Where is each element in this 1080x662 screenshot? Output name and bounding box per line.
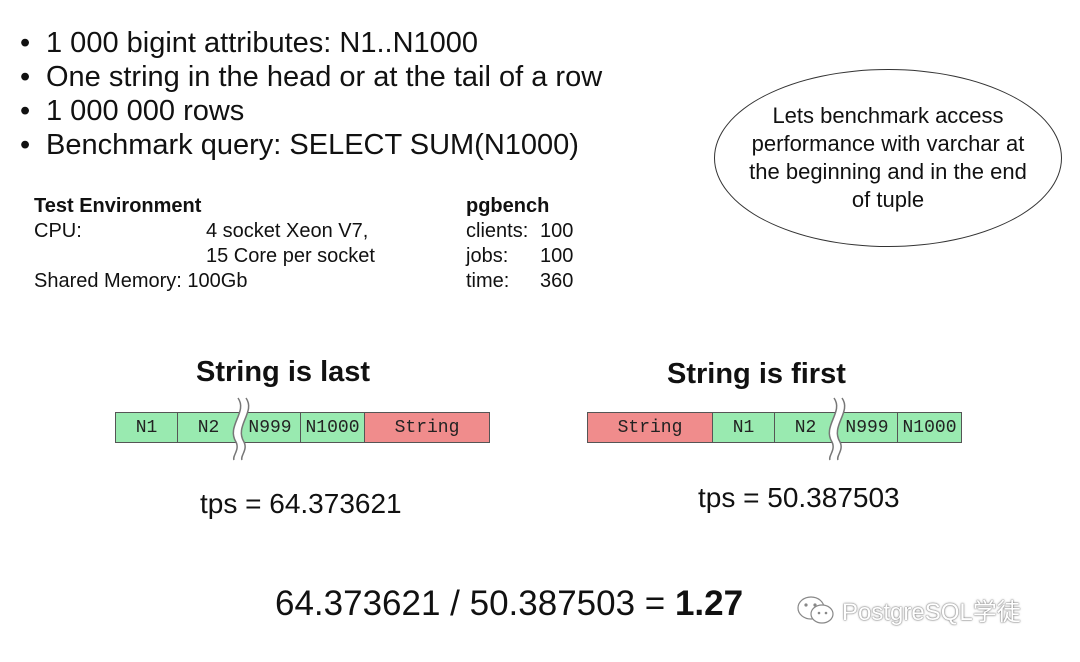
watermark: PostgreSQL学徒 (796, 592, 1021, 627)
bullet-text: 1 000 000 rows (46, 95, 245, 127)
bullet-marker: • (20, 95, 31, 127)
bullet-text: 1 000 bigint attributes: N1..N1000 (46, 27, 479, 59)
memory-value: 100Gb (187, 270, 248, 292)
tuple-cell-n1: N1 (712, 412, 775, 443)
bullet-marker: • (20, 61, 31, 93)
bullet-marker: • (20, 129, 31, 161)
jobs-row: jobs: 100 (466, 244, 573, 269)
bullet-item: • Benchmark query: SELECT SUM(N1000) (20, 128, 602, 162)
cpu-label: CPU: (34, 220, 82, 242)
watermark-text: PostgreSQL学徒 (842, 599, 1021, 626)
tuple-cell-n1000: N1000 (897, 412, 962, 443)
clients-value: 100 (540, 220, 574, 242)
bullet-item: • 1 000 bigint attributes: N1..N1000 (20, 26, 602, 60)
ratio-result: 1.27 (674, 584, 744, 623)
bullet-text: Benchmark query: SELECT SUM(N1000) (46, 129, 579, 161)
jobs-label: jobs: (466, 245, 509, 267)
tuple-cell-string: String (364, 412, 490, 443)
ratio-equation: 64.373621 / 50.387503 = 1.27 (275, 584, 743, 624)
callout-text: Lets benchmark access performance with v… (749, 103, 1027, 212)
callout-bubble: Lets benchmark access performance with v… (714, 69, 1062, 247)
tuple-cell-n1000: N1000 (300, 412, 365, 443)
string-first-title: String is first (667, 358, 846, 390)
tps-string-last: tps = 64.373621 (200, 488, 402, 519)
test-environment: Test Environment CPU: 4 socket Xeon V7, … (34, 194, 375, 294)
cpu-row: CPU: 4 socket Xeon V7, (34, 219, 375, 244)
bullet-marker: • (20, 27, 31, 59)
tuple-string-first: String N1 N2 N999 N1000 (587, 412, 962, 443)
wechat-logo-icon (797, 595, 834, 624)
cpu-value-line2: 15 Core per socket (206, 245, 375, 267)
clients-row: clients: 100 (466, 219, 573, 244)
bullet-item: • 1 000 000 rows (20, 94, 602, 128)
bullet-list: • 1 000 bigint attributes: N1..N1000 • One… (20, 26, 602, 162)
memory-label: Shared Memory: (34, 270, 182, 292)
time-label: time: (466, 270, 510, 292)
pgbench-params: pgbench clients: 100 jobs: 100 time: 360 (466, 194, 573, 294)
tuple-cell-n999: N999 (836, 412, 898, 443)
test-environment-title: Test Environment (34, 195, 202, 217)
ratio-expression: 64.373621 / 50.387503 = (275, 584, 675, 623)
tuple-cell-n1: N1 (115, 412, 178, 443)
clients-label: clients: (466, 220, 529, 242)
time-value: 360 (540, 270, 574, 292)
bullet-text: One string in the head or at the tail of… (46, 61, 603, 93)
cpu-row-cont: 15 Core per socket (34, 244, 375, 269)
break-mark-icon (828, 397, 846, 461)
tps-string-first: tps = 50.387503 (698, 482, 900, 513)
jobs-value: 100 (540, 245, 574, 267)
pgbench-title: pgbench (466, 195, 550, 217)
tuple-cell-n2: N2 (177, 412, 240, 443)
bullet-item: • One string in the head or at the tail o… (20, 60, 602, 94)
break-mark-icon (232, 397, 250, 461)
tuple-cell-n2: N2 (774, 412, 837, 443)
cpu-value-line1: 4 socket Xeon V7, (206, 220, 369, 242)
tuple-cell-string: String (587, 412, 713, 443)
time-row: time: 360 (466, 269, 573, 294)
tuple-string-last: N1 N2 N999 N1000 String (115, 412, 490, 443)
string-last-title: String is last (196, 356, 371, 388)
memory-row: Shared Memory: 100Gb (34, 269, 375, 294)
